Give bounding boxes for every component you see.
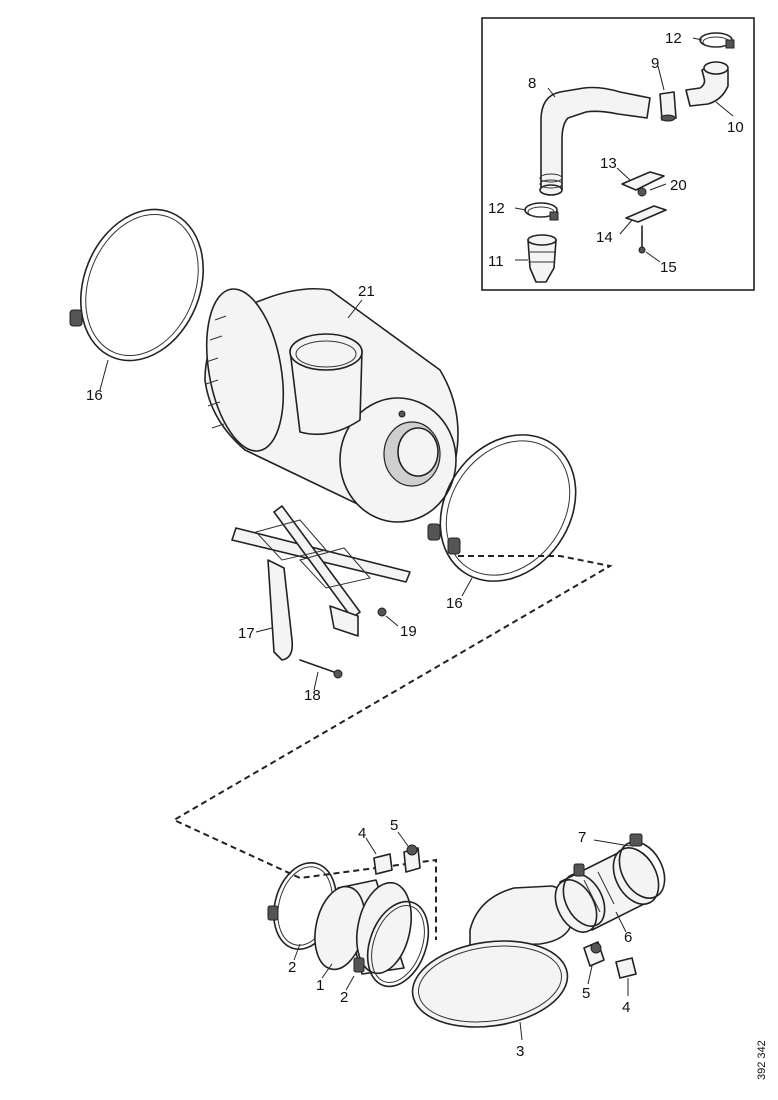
clamp-part-12-lower <box>524 202 559 221</box>
elbow-hose-part-3 <box>411 885 573 1041</box>
callout-16-left: 16 <box>86 387 103 404</box>
mounting-bracket-part-17 <box>231 505 411 661</box>
pipe-part-8 <box>539 86 651 196</box>
clamp-ring-part-16-right <box>427 434 577 597</box>
air-cleaner-housing-part-21 <box>204 287 459 523</box>
callout-2-left: 2 <box>288 959 296 976</box>
callout-18: 18 <box>304 687 321 704</box>
bracket-part-14 <box>625 205 667 223</box>
callout-13: 13 <box>600 155 617 172</box>
callout-11: 11 <box>488 253 504 270</box>
connector-part-5-lower <box>583 941 605 985</box>
hose-part-9 <box>659 91 677 122</box>
sleeve-part-1 <box>314 879 412 979</box>
cap-part-4-upper <box>365 837 393 875</box>
callout-6: 6 <box>624 929 632 946</box>
callout-12-top: 12 <box>665 30 682 47</box>
callout-20: 20 <box>670 177 687 194</box>
bolt-part-18 <box>299 659 343 691</box>
document-number: 392 342 <box>756 1040 768 1080</box>
callout-17: 17 <box>238 625 255 642</box>
callout-14: 14 <box>596 229 613 246</box>
callout-2-right: 2 <box>340 989 348 1006</box>
clamp-part-2-right <box>345 900 430 991</box>
connector-part-5-upper <box>397 831 421 873</box>
callout-19: 19 <box>400 623 417 640</box>
clamp-ring-part-16-left <box>69 208 205 391</box>
callout-9: 9 <box>651 55 659 72</box>
clamp-part-12-top <box>699 32 735 49</box>
callout-4-upper: 4 <box>358 825 366 842</box>
callout-10: 10 <box>727 119 744 136</box>
bracket-part-13 <box>621 171 665 191</box>
callout-4-lower: 4 <box>622 999 630 1016</box>
assembly-route-line <box>171 555 613 940</box>
callout-7: 7 <box>578 829 586 846</box>
bolt-part-15 <box>638 225 646 254</box>
elbow-part-10 <box>685 61 729 107</box>
nut-part-20 <box>637 187 647 197</box>
callout-8: 8 <box>528 75 536 92</box>
callout-3: 3 <box>516 1043 524 1060</box>
callout-15: 15 <box>660 259 677 276</box>
callout-5-lower: 5 <box>582 985 590 1002</box>
callout-12-lower: 12 <box>488 200 505 217</box>
callout-1: 1 <box>316 977 324 994</box>
valve-part-11 <box>527 234 557 283</box>
inset-frame <box>481 17 755 291</box>
callout-5-upper: 5 <box>390 817 398 834</box>
callout-21: 21 <box>358 283 375 300</box>
callout-16-right: 16 <box>446 595 463 612</box>
nut-part-19 <box>377 607 399 627</box>
clamp-part-7 <box>562 833 666 927</box>
inset-detail <box>481 17 755 291</box>
callout-labels: 8 9 10 12 12 11 13 20 14 15 16 21 16 17 … <box>86 30 744 1060</box>
cap-part-4-lower <box>615 957 637 996</box>
